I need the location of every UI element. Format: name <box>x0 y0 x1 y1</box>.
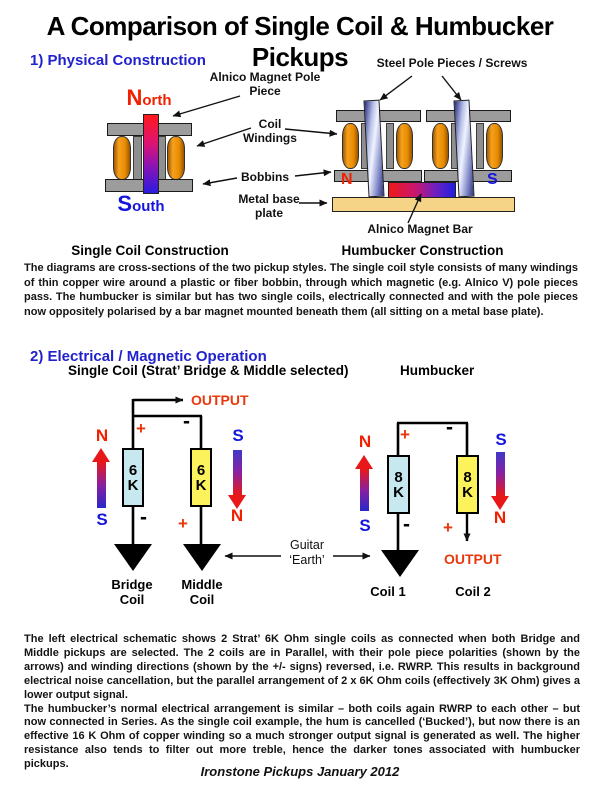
south-label: South <box>117 191 165 216</box>
arrow-head-up-icon <box>92 448 110 462</box>
hb-coil2-winding-right <box>486 123 503 169</box>
sc-coil1-value-unit: K <box>127 476 139 494</box>
section1-heading: 1) Physical Construction <box>30 52 206 69</box>
hb-coil2-value-unit: K <box>462 483 473 501</box>
steel-pole-label: Steel Pole Pieces / Screws <box>376 56 528 70</box>
footer-credit: Ironstone Pickups January 2012 <box>200 764 400 779</box>
alnico-magnet-pole-piece <box>143 114 159 194</box>
hb-coil1-core-right <box>386 123 394 169</box>
hb-left-polarity-arrow-up <box>355 455 373 511</box>
bobbin-core-left <box>133 136 142 180</box>
hb-coil2-plus: + <box>443 518 453 537</box>
coil2-label: Coil 2 <box>455 584 491 599</box>
sc-coil2-minus: - <box>183 410 190 433</box>
sc-coil2-resistor: 6 K <box>190 448 212 507</box>
sc-coil2-plus: + <box>178 514 188 533</box>
sc-coil1-minus: - <box>140 506 147 529</box>
sc-coil1-plus: + <box>136 419 146 438</box>
metal-base-plate <box>332 197 515 212</box>
hb-coil1-winding-left <box>342 123 359 169</box>
sc-right-polarity-arrow-down <box>228 450 246 509</box>
north-label: North <box>126 85 172 110</box>
hb-right-arrow-n: N <box>493 508 507 527</box>
coil-winding-left <box>113 136 131 180</box>
sc-left-arrow-s: S <box>96 510 108 529</box>
ground-symbols <box>114 544 419 577</box>
sc-left-arrow-n: N <box>95 426 109 445</box>
output-label-humbucker: OUTPUT <box>444 551 502 567</box>
middle-coil-label: Middle Coil <box>181 577 223 607</box>
hb-coil1-value-digit: 8 <box>394 468 403 486</box>
sc-coil2-value-digit: 6 <box>196 461 206 479</box>
coil1-label: Coil 1 <box>370 584 406 599</box>
humbucker-schematic-title: Humbucker <box>400 363 475 378</box>
hb-coil2-core-right <box>476 123 484 169</box>
hb-north-pole-letter: N <box>341 171 353 188</box>
bridge-coil-label: Bridge Coil <box>111 577 153 607</box>
hb-south-pole-letter: S <box>487 171 498 188</box>
hb-coil1-minus: - <box>403 513 410 536</box>
section2-heading: 2) Electrical / Magnetic Operation <box>30 348 267 365</box>
sc-coil1-resistor: 6 K <box>122 448 144 507</box>
metal-base-label: Metal base plate <box>238 192 300 220</box>
arrow-head-down-icon <box>228 495 246 509</box>
caption-single-coil: Single Coil Construction <box>71 243 229 258</box>
hb-right-arrow-s: S <box>495 430 507 449</box>
caption-humbucker: Humbucker Construction <box>341 243 504 258</box>
bobbins-label: Bobbins <box>241 170 289 184</box>
hb-coil2-resistor: 8 K <box>456 455 479 514</box>
coil-windings-label: Coil Windings <box>243 117 297 145</box>
hb-left-arrow-s: S <box>359 516 371 535</box>
hb-coil2-minus: - <box>446 416 453 439</box>
alnico-magnet-bar <box>388 182 456 198</box>
hb-coil2-value-digit: 8 <box>463 468 472 486</box>
magnet-bar-label: Alnico Magnet Bar <box>367 222 473 236</box>
hb-left-arrow-n: N <box>358 432 372 451</box>
hb-coil1-resistor: 8 K <box>387 455 410 514</box>
arrow-shaft <box>96 462 106 508</box>
section2-body: The left electrical schematic shows 2 St… <box>24 633 580 772</box>
hb-coil1-winding-right <box>396 123 413 169</box>
coil-winding-right <box>167 136 185 180</box>
hb-coil1-value-unit: K <box>393 483 404 501</box>
hb-coil1-plus: + <box>400 425 410 444</box>
hb-coil2-winding-left <box>432 123 449 169</box>
section2-body-paragraph2: The humbucker’s normal electrical arrang… <box>24 702 580 771</box>
sc-right-arrow-n: N <box>230 506 244 525</box>
arrow-head-up-icon <box>355 455 373 469</box>
arrow-head-down-icon <box>491 496 509 510</box>
sc-coil2-value-unit: K <box>195 476 207 494</box>
output-label-single-coil: OUTPUT <box>191 392 249 408</box>
section2-body-paragraph1: The left electrical schematic shows 2 St… <box>24 633 580 701</box>
arrow-shaft <box>495 452 505 496</box>
single-coil-schematic-title: Single Coil (Strat’ Bridge & Middle sele… <box>68 363 349 378</box>
sc-coil1-value-digit: 6 <box>128 461 138 479</box>
guitar-earth-label: Guitar ‘Earth’ <box>289 538 325 567</box>
section1-body: The diagrams are cross-sections of the t… <box>24 262 578 318</box>
arrow-shaft <box>359 469 369 511</box>
sc-right-arrow-s: S <box>232 426 244 445</box>
sc-left-polarity-arrow-up <box>92 448 110 508</box>
page-title: A Comparison of Single Coil & Humbucker … <box>46 11 554 72</box>
hb-right-polarity-arrow-down <box>491 452 509 510</box>
arrow-shaft <box>232 450 242 495</box>
alnico-pole-label: Alnico Magnet Pole Piece <box>209 70 321 98</box>
